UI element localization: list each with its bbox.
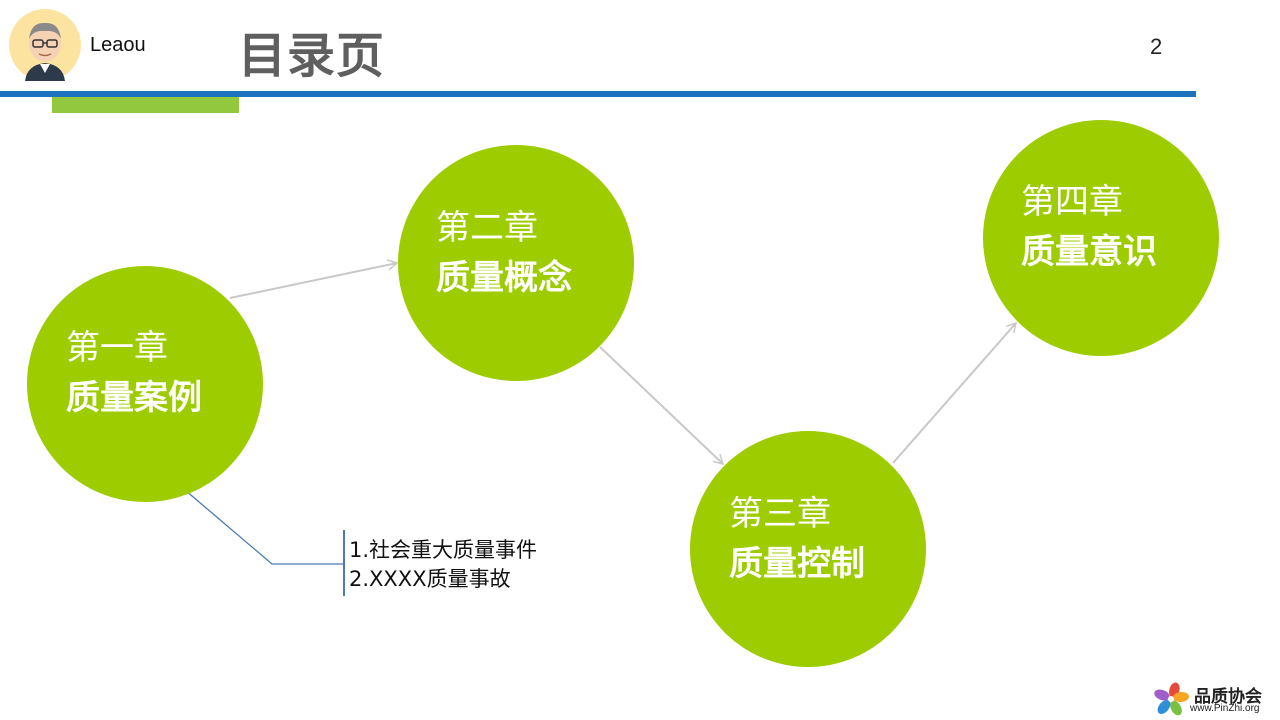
connector-arrow-1-2 (229, 259, 399, 299)
author-avatar (9, 9, 81, 81)
chapter-title-4: 质量意识 (1021, 232, 1157, 272)
logo-url: www.PinZhi.org (1190, 703, 1260, 714)
page-number: 2 (1150, 34, 1163, 59)
chapter-number-3: 第三章 (729, 494, 831, 534)
topic-item-1: 1.社会重大质量事件 (349, 538, 538, 562)
topic-item-2: 2.XXXX质量事故 (349, 567, 511, 591)
chapter-circle-4[interactable] (983, 120, 1219, 356)
chapter-circle-3[interactable] (690, 431, 926, 667)
brand-logo: 品质协会 www.PinZhi.org (1154, 682, 1272, 716)
chapter-title-1: 质量案例 (66, 378, 202, 418)
connector-arrow-3-4 (892, 321, 1018, 464)
chapter-number-4: 第四章 (1021, 182, 1123, 222)
chapter-circle-1[interactable] (27, 266, 263, 502)
chapter-title-3: 质量控制 (729, 544, 865, 584)
topic-bracket (343, 530, 345, 596)
page-title: 目录页 (238, 28, 386, 84)
chapter-circle-2[interactable] (398, 145, 634, 381)
connector-arrow-2-3 (599, 346, 725, 466)
chapter-number-1: 第一章 (66, 328, 168, 368)
author-name: Leaou (90, 34, 146, 56)
chapter-title-2: 质量概念 (436, 258, 572, 298)
header-rule (0, 91, 1196, 97)
pinwheel-icon (1154, 682, 1189, 716)
header-accent-bar (52, 97, 239, 113)
logo-name: 品质协会 (1194, 687, 1262, 707)
chapter-one-topics: 1.社会重大质量事件 2.XXXX质量事故 (349, 536, 537, 594)
chapter-number-2: 第二章 (436, 208, 538, 248)
